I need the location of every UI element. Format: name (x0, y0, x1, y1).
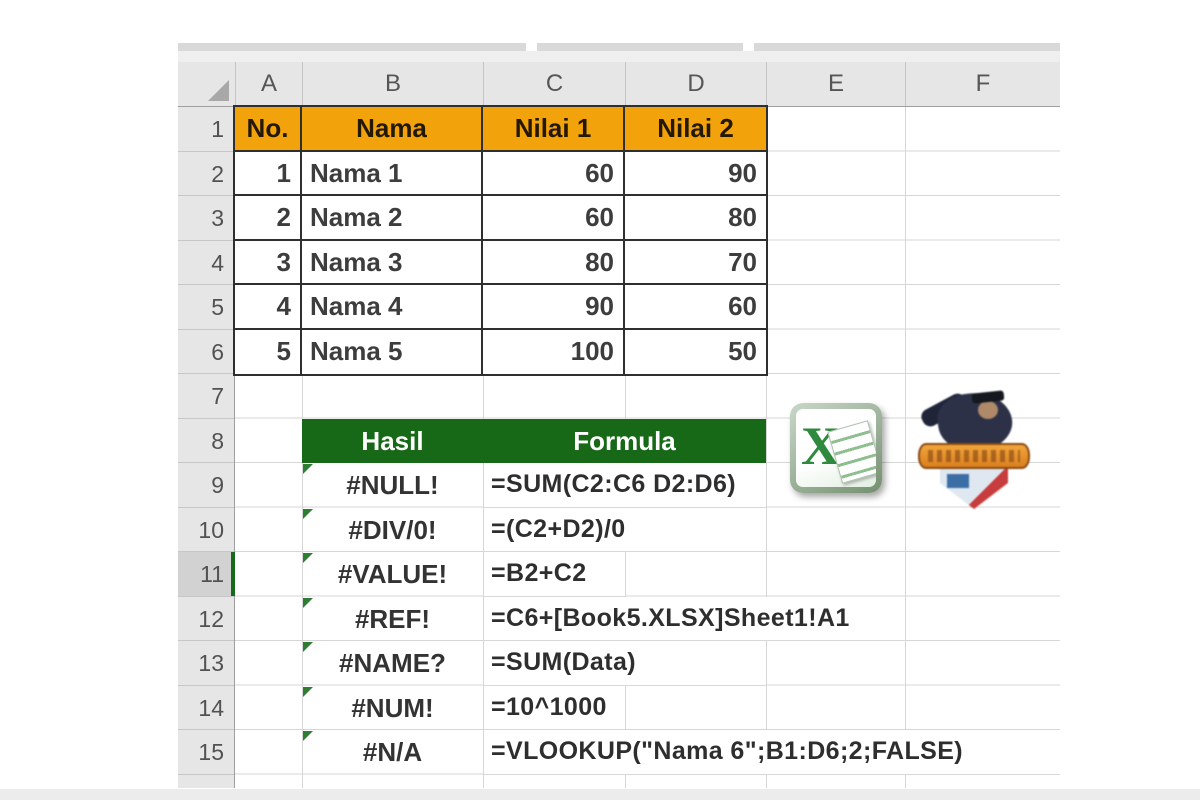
cell-A2[interactable]: 1 (235, 151, 302, 196)
cell-A1[interactable]: No. (235, 107, 302, 152)
cell-D2[interactable]: 90 (625, 151, 766, 196)
cell-B13-error-value[interactable]: #NAME? (302, 641, 483, 686)
cell-C1[interactable]: Nilai 1 (483, 107, 625, 152)
cell-A5[interactable]: 4 (235, 285, 302, 330)
error-label: #NULL! (346, 470, 439, 500)
cell-A4[interactable]: 3 (235, 240, 302, 285)
error-indicator-icon (303, 642, 313, 652)
data-table: No. Nama Nilai 1 Nilai 2 1 Nama 1 60 90 … (233, 105, 768, 376)
error-label: #N/A (362, 737, 423, 767)
column-header-E[interactable]: E (766, 62, 905, 106)
column-header-D[interactable]: D (625, 62, 766, 106)
error-label: #NAME? (339, 648, 446, 678)
row-header-7[interactable]: 7 (178, 374, 234, 419)
row-header-3[interactable]: 3 (178, 196, 234, 241)
row-header-1[interactable]: 1 (178, 107, 234, 152)
select-all-button[interactable] (178, 62, 235, 106)
cell-C3[interactable]: 60 (483, 196, 625, 241)
spreadsheet: A B C D E F 1 2 3 4 5 6 7 8 9 10 11 (178, 43, 1060, 790)
column-header-F[interactable]: F (905, 62, 1060, 106)
team-badge-logo-icon[interactable] (918, 388, 1030, 509)
page-bottom-strip (0, 789, 1200, 800)
cell-C4[interactable]: 80 (483, 240, 625, 285)
cell-D3[interactable]: 80 (625, 196, 766, 241)
error-indicator-icon (303, 731, 313, 741)
formula-bar-bottom-strip (178, 43, 1060, 51)
row-header-14[interactable]: 14 (178, 686, 234, 730)
error-label: #DIV/0! (348, 514, 437, 545)
error-label: #REF! (354, 603, 431, 634)
row-header-4[interactable]: 4 (178, 241, 234, 285)
cell-C5[interactable]: 90 (483, 285, 625, 330)
row-header-8[interactable]: 8 (178, 419, 234, 463)
cell-B15-error-value[interactable]: #N/A (302, 730, 483, 775)
column-header-C[interactable]: C (483, 62, 625, 106)
cell-B9-error-value[interactable]: #NULL! (302, 463, 483, 508)
cell-C13-formula[interactable]: =SUM(Data) (483, 641, 766, 686)
error-indicator-icon (303, 686, 313, 697)
error-indicator-icon (303, 464, 313, 474)
error-label: #VALUE! (337, 559, 448, 589)
row-header-5[interactable]: 5 (178, 285, 234, 330)
cell-B8-hasil-header[interactable]: Hasil (361, 425, 424, 456)
cell-B6[interactable]: Nama 5 (302, 329, 483, 374)
column-header-A[interactable]: A (235, 62, 302, 106)
row-header-2[interactable]: 2 (178, 152, 234, 196)
row-header-10[interactable]: 10 (178, 508, 234, 552)
column-headers: A B C D E F (178, 62, 1060, 107)
error-indicator-icon (303, 597, 313, 608)
cell-B1[interactable]: Nama (302, 107, 483, 152)
row-header-13[interactable]: 13 (178, 641, 234, 686)
row-header-12[interactable]: 12 (178, 597, 234, 641)
cell-D5[interactable]: 60 (625, 285, 766, 330)
cell-B5[interactable]: Nama 4 (302, 285, 483, 330)
row-header-6[interactable]: 6 (178, 330, 234, 374)
cell-C2[interactable]: 60 (483, 151, 625, 196)
cell-B4[interactable]: Nama 3 (302, 240, 483, 285)
error-indicator-icon (303, 508, 313, 519)
row-header-15[interactable]: 15 (178, 730, 234, 775)
cell-C14-formula[interactable]: =10^1000 (483, 685, 625, 730)
row-headers: 1 2 3 4 5 6 7 8 9 10 11 12 13 14 15 (178, 107, 235, 788)
error-indicator-icon (303, 553, 313, 563)
cell-C11-formula[interactable]: =B2+C2 (483, 552, 625, 597)
cell-C9-formula[interactable]: =SUM(C2:C6 D2:D6) (483, 463, 766, 508)
select-all-triangle-icon (208, 80, 229, 101)
badge-figure-head (978, 401, 998, 419)
cell-B11-error-value[interactable]: #VALUE! (302, 552, 483, 597)
cell-D6[interactable]: 50 (625, 329, 766, 374)
cell-B10-error-value[interactable]: #DIV/0! (302, 508, 483, 553)
badge-banner (918, 443, 1030, 469)
excel-logo-icon[interactable]: X (790, 403, 882, 493)
excel-logo-inner: X (796, 409, 876, 487)
cell-C6[interactable]: 100 (483, 329, 625, 374)
formula-bar-gap (178, 51, 1060, 62)
cell-C10-formula[interactable]: =(C2+D2)/0 (483, 507, 766, 552)
cell-D1[interactable]: Nilai 2 (625, 107, 766, 152)
cell-B12-error-value[interactable]: #REF! (302, 597, 483, 642)
cell-C8-formula-header[interactable]: Formula (573, 425, 676, 456)
row-header-16-partial[interactable] (178, 775, 234, 788)
formula-bar-divider (526, 43, 537, 51)
row-selection-accent (231, 552, 235, 596)
vertical-gridline (766, 107, 767, 788)
cell-D4[interactable]: 70 (625, 240, 766, 285)
badge-shield (940, 469, 1008, 509)
result-table-header: Hasil Formula (302, 418, 766, 463)
cell-B3[interactable]: Nama 2 (302, 196, 483, 241)
row-header-9[interactable]: 9 (178, 463, 234, 508)
cell-A6[interactable]: 5 (235, 329, 302, 374)
cell-B14-error-value[interactable]: #NUM! (302, 686, 483, 731)
row-header-11-selected[interactable]: 11 (178, 552, 235, 597)
row-header-label: 11 (200, 561, 224, 587)
vertical-gridline (905, 107, 906, 788)
column-header-B[interactable]: B (302, 62, 483, 106)
formula-bar-divider (743, 43, 754, 51)
cell-A3[interactable]: 2 (235, 196, 302, 241)
cell-C12-formula[interactable]: =C6+[Book5.XLSX]Sheet1!A1 (483, 596, 905, 641)
cell-C15-formula[interactable]: =VLOOKUP("Nama 6";B1:D6;2;FALSE) (483, 730, 1060, 775)
cell-B2[interactable]: Nama 1 (302, 151, 483, 196)
error-label: #NUM! (351, 692, 434, 723)
